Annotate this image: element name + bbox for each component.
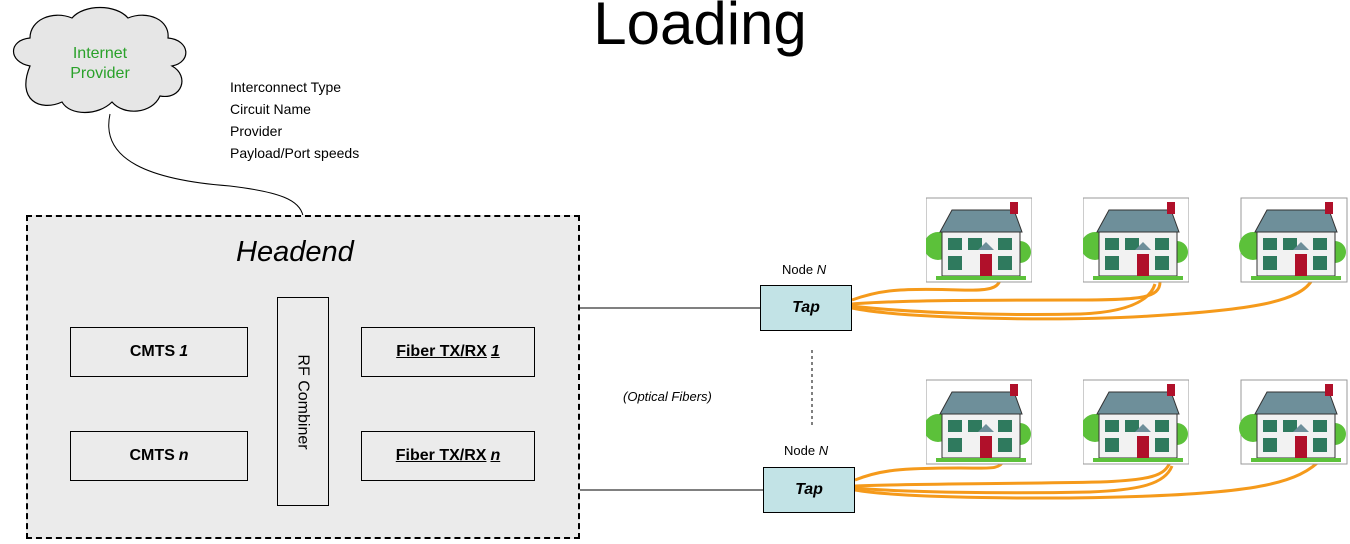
node-var: N [818,443,829,458]
rf-combiner-label: RF Combiner [295,353,313,450]
node-prefix: Node [782,262,814,277]
headend-title: Headend [236,236,354,268]
cloud-shape [13,7,187,114]
fiber-name: Fiber TX/RX [396,343,487,360]
node-var: N [816,262,827,277]
house-icon [1083,379,1189,465]
fiber-index: 1 [490,343,500,360]
drop-cable [851,281,1162,306]
fiber-name: Fiber TX/RX [395,447,487,464]
drop-cable [854,461,1172,488]
drop-cable [851,279,1002,302]
fiber-index: n [490,447,501,464]
drop-cable [851,283,1157,317]
house-icon [1239,379,1348,465]
tap-box-2: Tap [763,467,855,513]
drop-cable [851,279,1314,321]
info-line: Circuit Name [230,101,311,117]
page-title: Loading [593,0,807,57]
interconnect-info: Interconnect Type Circuit Name Provider … [230,76,359,164]
house-icon [1239,197,1348,283]
node-label-1: Node N [782,262,826,277]
cmts-name: CMTS [129,343,176,360]
info-line: Payload/Port speeds [230,145,360,161]
house-icon [926,197,1032,283]
cloud-label-line2: Provider [70,65,130,82]
drop-cable [854,457,1324,500]
node-label-2: Node N [784,443,828,458]
optical-fibers-label: (Optical Fibers) [623,389,712,404]
house-icon [1083,197,1189,283]
rf-combiner-box: RF Combiner [277,297,329,506]
node-prefix: Node [784,443,816,458]
info-line: Provider [230,123,283,139]
info-line: Interconnect Type [230,79,342,95]
cmts-index: n [178,447,189,464]
cmts-index: 1 [179,343,189,360]
tap-box-1: Tap [760,285,852,331]
cloud-label-line1: Internet [72,45,128,62]
house-icon [926,379,1032,465]
drop-cable [854,459,1006,482]
cmts-name: CMTS [129,447,175,464]
drop-cable [854,465,1174,495]
provider-link [108,113,304,217]
internet-provider-label: Internet Provider [30,44,170,84]
